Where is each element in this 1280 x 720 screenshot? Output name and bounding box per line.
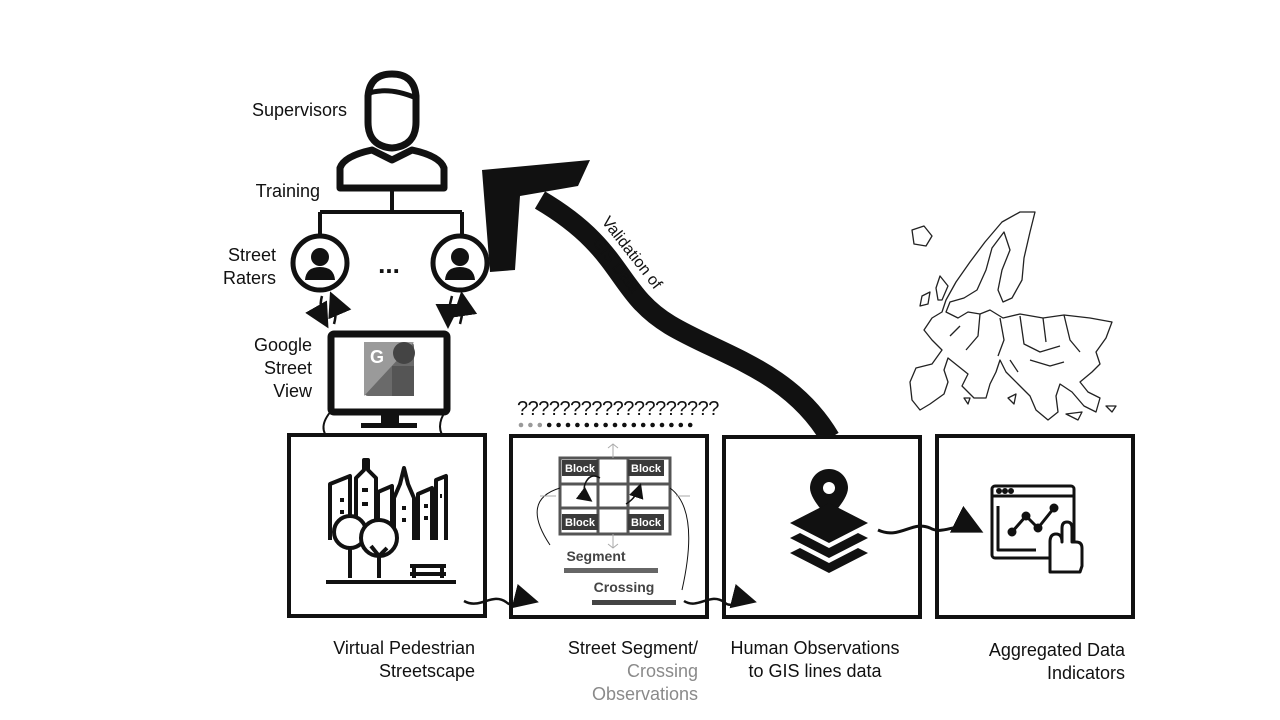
step-4-line-1: Aggregated Data [988, 640, 1125, 660]
question-dot [593, 422, 599, 428]
question-dot [678, 422, 684, 428]
gsv-label: Google Street View [254, 334, 312, 403]
block-tl [562, 460, 598, 476]
rater-gsv-arrows-1 [305, 291, 352, 329]
europe-map [909, 211, 1117, 421]
step-1-line-2: Streetscape [378, 661, 475, 681]
question-dot [640, 422, 646, 428]
step-2-line-1: Street Segment/ [567, 638, 698, 658]
segment-bar [564, 568, 658, 573]
question-dot [556, 422, 561, 428]
training-label: Training [255, 181, 320, 201]
gsv-line-2: Street [263, 358, 312, 378]
ground-line [326, 580, 456, 584]
supervisor-icon [336, 70, 448, 192]
validation-arrow [482, 160, 839, 444]
training-tree [318, 190, 464, 236]
flow-arrow-2 [683, 584, 757, 609]
question-dot [584, 422, 590, 428]
segment-label: Segment [566, 548, 625, 564]
step-2-line-2: Crossing [626, 661, 698, 681]
question-dot [565, 422, 571, 428]
block-diagram: Block Block Block Block Segment Crossing [536, 443, 690, 605]
question-dot [687, 422, 693, 428]
street-rater-icon-2 [430, 233, 490, 293]
step-4-line-2: Indicators [1046, 663, 1125, 683]
step-3-line-2: to GIS lines data [748, 661, 882, 681]
question-dot [537, 422, 543, 428]
question-dot [546, 422, 552, 428]
step-3-line-1: Human Observations [730, 638, 900, 658]
question-dot [622, 422, 627, 428]
step-label-gis: Human Observations to GIS lines data [712, 637, 918, 683]
block-label-1: Block [565, 463, 596, 475]
question-marks: ??????????????????? [517, 398, 719, 420]
crossing-bar [592, 600, 676, 605]
block-br [628, 514, 664, 530]
question-dot [669, 422, 674, 428]
step-label-aggregated: Aggregated Data Indicators [989, 639, 1125, 685]
block-label-3: Block [565, 517, 596, 529]
step-label-streetscape: Virtual Pedestrian Streetscape [333, 637, 475, 683]
block-bl [562, 514, 598, 530]
question-dot [518, 422, 524, 428]
question-dot [659, 422, 665, 428]
question-dot [650, 422, 655, 428]
question-dots [518, 422, 693, 428]
step-2-line-3: Observations [591, 684, 698, 704]
gis-layers-icon [790, 469, 868, 573]
street-raters-line-1: Street [227, 245, 276, 265]
street-raters-line-2: Raters [222, 268, 276, 288]
raters-ellipsis: ... [378, 249, 400, 279]
crossing-label: Crossing [594, 579, 655, 595]
flow-arrow-3 [877, 505, 984, 535]
gsv-line-3: View [273, 381, 312, 401]
block-tr [628, 460, 664, 476]
block-label-2: Block [631, 463, 662, 475]
street-rater-icon-1 [290, 233, 350, 293]
analytics-icon [990, 484, 1084, 574]
question-dot [528, 422, 533, 428]
question-dot [612, 422, 618, 428]
step-1-line-1: Virtual Pedestrian [333, 638, 475, 658]
rater-gsv-arrows-2 [435, 291, 478, 329]
cityscape-icon [328, 458, 448, 578]
question-dot [631, 422, 637, 428]
street-raters-label: Street Raters [223, 244, 276, 290]
gsv-letter: G [370, 347, 384, 367]
gsv-line-1: Google [253, 335, 312, 355]
google-street-view-icon: G [364, 342, 415, 396]
supervisors-label: Supervisors [251, 100, 347, 120]
block-label-4: Block [631, 517, 662, 529]
flow-arrow-1 [463, 584, 539, 609]
step-label-segment: Street Segment/ Crossing Observations [568, 637, 698, 706]
question-dot [575, 422, 580, 428]
question-dot [603, 422, 608, 428]
